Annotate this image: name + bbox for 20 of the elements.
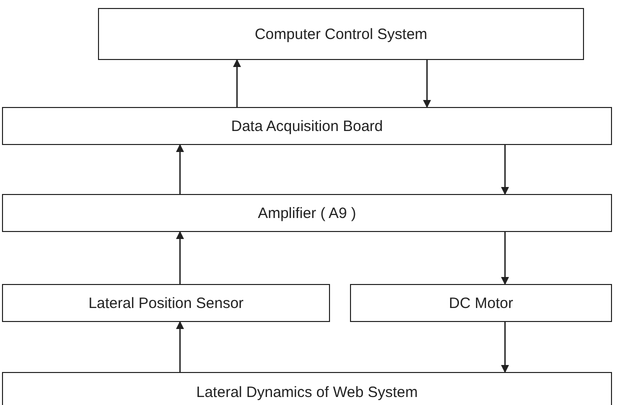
arrow [176, 321, 184, 372]
box-label: Lateral Dynamics of Web System [196, 384, 418, 400]
box-label: Data Acquisition Board [231, 118, 383, 134]
box-label: DC Motor [448, 294, 514, 312]
process-box [98, 8, 584, 60]
arrow [501, 322, 509, 373]
process-box [2, 194, 612, 232]
arrow [423, 60, 431, 108]
process-box [350, 284, 612, 322]
arrow [176, 144, 184, 194]
arrow [501, 145, 509, 195]
process-box [2, 107, 612, 145]
arrow [501, 232, 509, 285]
process-box [2, 372, 612, 405]
box-label: Lateral Position Sensor [88, 294, 244, 312]
process-box [2, 284, 330, 322]
box-label: Computer Control System [254, 26, 428, 42]
arrow [176, 231, 184, 284]
arrow [233, 59, 241, 107]
box-label: Amplifier ( A9 ) [258, 204, 356, 222]
